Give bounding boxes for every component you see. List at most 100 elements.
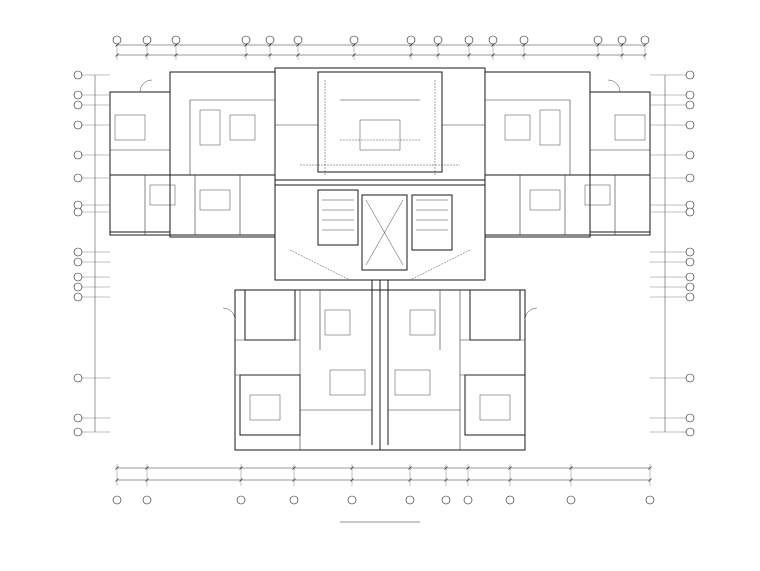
left-axis-bubble-circle <box>73 427 83 437</box>
left-axis-bubble <box>73 413 83 423</box>
bottom-axis-bubble-circle <box>236 495 246 505</box>
left-axis-bubble-circle <box>73 292 83 302</box>
bottom-axis-bubble <box>441 495 451 505</box>
bottom-dim-tick <box>292 478 296 482</box>
bottom-axis-bubble <box>505 495 515 505</box>
top-axis-bubble <box>617 35 627 45</box>
bottom-dim-tick <box>648 466 652 470</box>
right-axis-bubble <box>685 90 695 100</box>
bottom-dim-tick <box>292 466 296 470</box>
top-dim-tick <box>596 53 600 57</box>
right-axis-bubble <box>685 257 695 267</box>
left-axis-bubble-circle <box>73 413 83 423</box>
bottom-dim-tick <box>239 466 243 470</box>
top-dim-tick <box>174 43 178 47</box>
left-axis-bubble-circle <box>73 272 83 282</box>
left-axis-bubble <box>73 207 83 217</box>
top-axis-bubble-circle <box>433 35 443 45</box>
left-axis-bubble <box>73 282 83 292</box>
top-dim-tick <box>268 53 272 57</box>
left-axis-bubble-circle <box>73 173 83 183</box>
right-axis-bubble-circle <box>685 292 695 302</box>
left-axis-bubble <box>73 90 83 100</box>
top-dim-tick <box>115 53 119 57</box>
left-axis-bubble <box>73 257 83 267</box>
top-axis-bubble-circle <box>142 35 152 45</box>
electrical-wiring <box>289 80 471 440</box>
bottom-dim-tick <box>444 466 448 470</box>
left-axis-bubble <box>73 150 83 160</box>
top-axis-bubble-circle <box>349 35 359 45</box>
top-dim-tick <box>436 43 440 47</box>
top-axis-bubble-circle <box>464 35 474 45</box>
left-axis-bubble-circle <box>73 373 83 383</box>
top-dim-tick <box>522 53 526 57</box>
dimension-lines <box>94 44 666 481</box>
top-dim-tick <box>145 53 149 57</box>
top-dim-tick <box>409 43 413 47</box>
bottom-dim-tick <box>350 466 354 470</box>
right-axis-bubble <box>685 100 695 110</box>
left-axis-bubble-circle <box>73 90 83 100</box>
left-axis-bubble-circle <box>73 70 83 80</box>
top-axis-bubble <box>171 35 181 45</box>
top-axis-bubble-circle <box>617 35 627 45</box>
left-axis-bubble-circle <box>73 120 83 130</box>
right-axis-bubble <box>685 173 695 183</box>
right-axis-bubble <box>685 373 695 383</box>
right-axis-bubble-circle <box>685 413 695 423</box>
bottom-axis-bubble-circle <box>112 495 122 505</box>
bottom-dim-tick <box>444 478 448 482</box>
furniture-symbols <box>114 79 646 421</box>
top-axis-bubble <box>293 35 303 45</box>
right-axis-bubble <box>685 413 695 423</box>
bottom-dim-tick <box>466 466 470 470</box>
left-axis-bubble-circle <box>73 247 83 257</box>
right-axis-bubble-circle <box>685 272 695 282</box>
top-dim-tick <box>467 43 471 47</box>
right-axis-bubble <box>685 120 695 130</box>
left-axis-bubble-circle <box>73 207 83 217</box>
top-dim-tick <box>620 43 624 47</box>
bottom-axis-bubble-circle <box>441 495 451 505</box>
bottom-axis-bubble <box>463 495 473 505</box>
right-axis-bubble-circle <box>685 70 695 80</box>
right-axis-bubble <box>685 282 695 292</box>
top-axis-bubble-circle <box>488 35 498 45</box>
top-axis-bubble-circle <box>406 35 416 45</box>
bottom-axis-bubble <box>142 495 152 505</box>
bottom-dim-tick <box>569 478 573 482</box>
top-dim-tick <box>620 53 624 57</box>
bottom-dim-tick <box>145 466 149 470</box>
top-axis-bubble-circle <box>640 35 650 45</box>
right-axis-bubble-circle <box>685 207 695 217</box>
top-axis-bubble-circle <box>593 35 603 45</box>
right-axis-bubble-circle <box>685 90 695 100</box>
bottom-dim-tick <box>408 466 412 470</box>
left-axis-bubble-circle <box>73 282 83 292</box>
right-axis-bubble-circle <box>685 120 695 130</box>
top-axis-bubble <box>464 35 474 45</box>
top-dim-tick <box>643 53 647 57</box>
bottom-axis-bubble-circle <box>505 495 515 505</box>
bottom-axis-bubble-circle <box>566 495 576 505</box>
bottom-dim-tick <box>508 478 512 482</box>
top-dim-tick <box>467 53 471 57</box>
bottom-dim-tick <box>145 478 149 482</box>
top-dim-tick <box>296 43 300 47</box>
bottom-axis-bubble <box>645 495 655 505</box>
top-dim-tick <box>174 53 178 57</box>
bottom-axis-bubble <box>112 495 122 505</box>
bottom-dim-tick <box>408 478 412 482</box>
right-axis-bubble <box>685 207 695 217</box>
bottom-dim-tick <box>508 466 512 470</box>
bottom-dim-tick <box>115 466 119 470</box>
left-axis-bubble-circle <box>73 100 83 110</box>
right-axis-bubble-circle <box>685 282 695 292</box>
bottom-axis-bubble-circle <box>142 495 152 505</box>
top-axis-bubble <box>519 35 529 45</box>
top-axis-bubble <box>488 35 498 45</box>
bottom-axis-bubble <box>236 495 246 505</box>
bottom-axis-bubble-circle <box>463 495 473 505</box>
